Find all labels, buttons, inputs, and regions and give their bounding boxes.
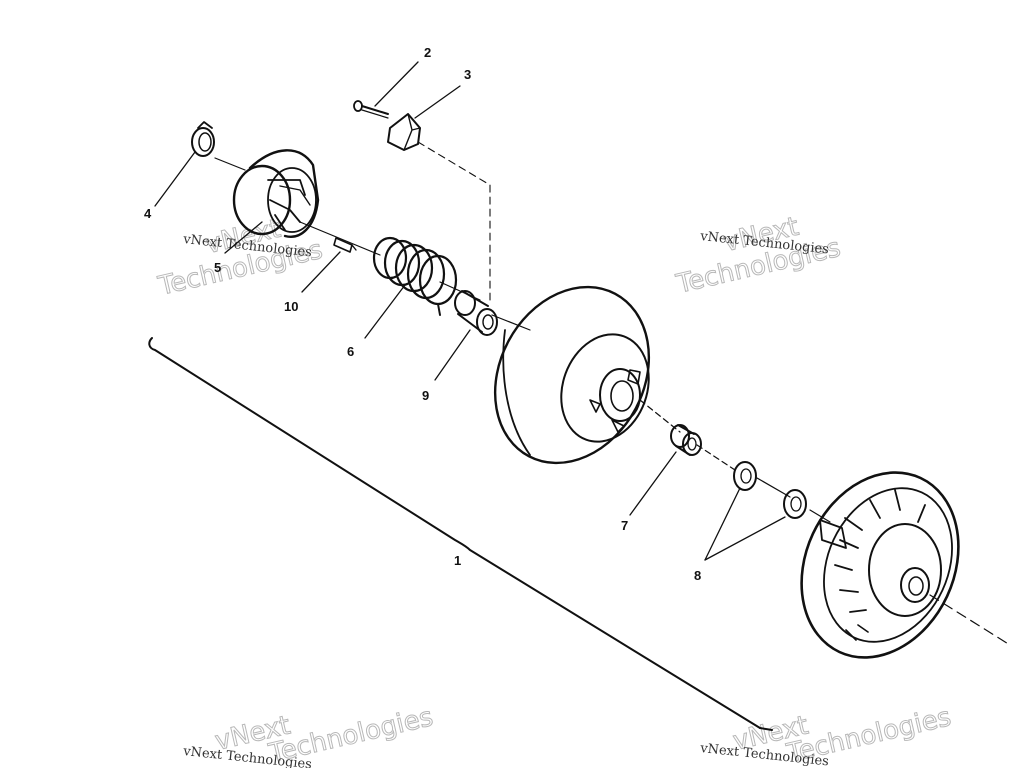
callout-7: 7 xyxy=(621,518,628,533)
callout-5: 5 xyxy=(214,260,221,275)
part-7-spacer xyxy=(670,424,702,456)
part3-alignment-line xyxy=(417,141,491,301)
callout-6: 6 xyxy=(347,344,354,359)
assembly-bracket xyxy=(148,337,773,731)
callout-8: 8 xyxy=(694,568,701,583)
part-3-weight xyxy=(387,113,421,151)
part-4-snap-ring xyxy=(191,121,215,157)
part-2-pin xyxy=(353,100,389,119)
part-8-washers xyxy=(733,461,807,519)
callout-1: 1 xyxy=(454,553,461,568)
part-6-spring xyxy=(372,236,458,316)
callout-2: 2 xyxy=(424,45,431,60)
callout-3: 3 xyxy=(464,67,471,82)
driven-sheave-disk xyxy=(493,285,651,465)
callout-10: 10 xyxy=(284,299,298,314)
movable-sheave xyxy=(800,471,960,659)
callout-leaders xyxy=(154,61,786,561)
callout-4: 4 xyxy=(144,206,152,221)
part-5-cam xyxy=(232,149,320,238)
callout-9: 9 xyxy=(422,388,429,403)
part-9-bushing xyxy=(454,290,498,336)
part-10-pin xyxy=(333,237,357,253)
